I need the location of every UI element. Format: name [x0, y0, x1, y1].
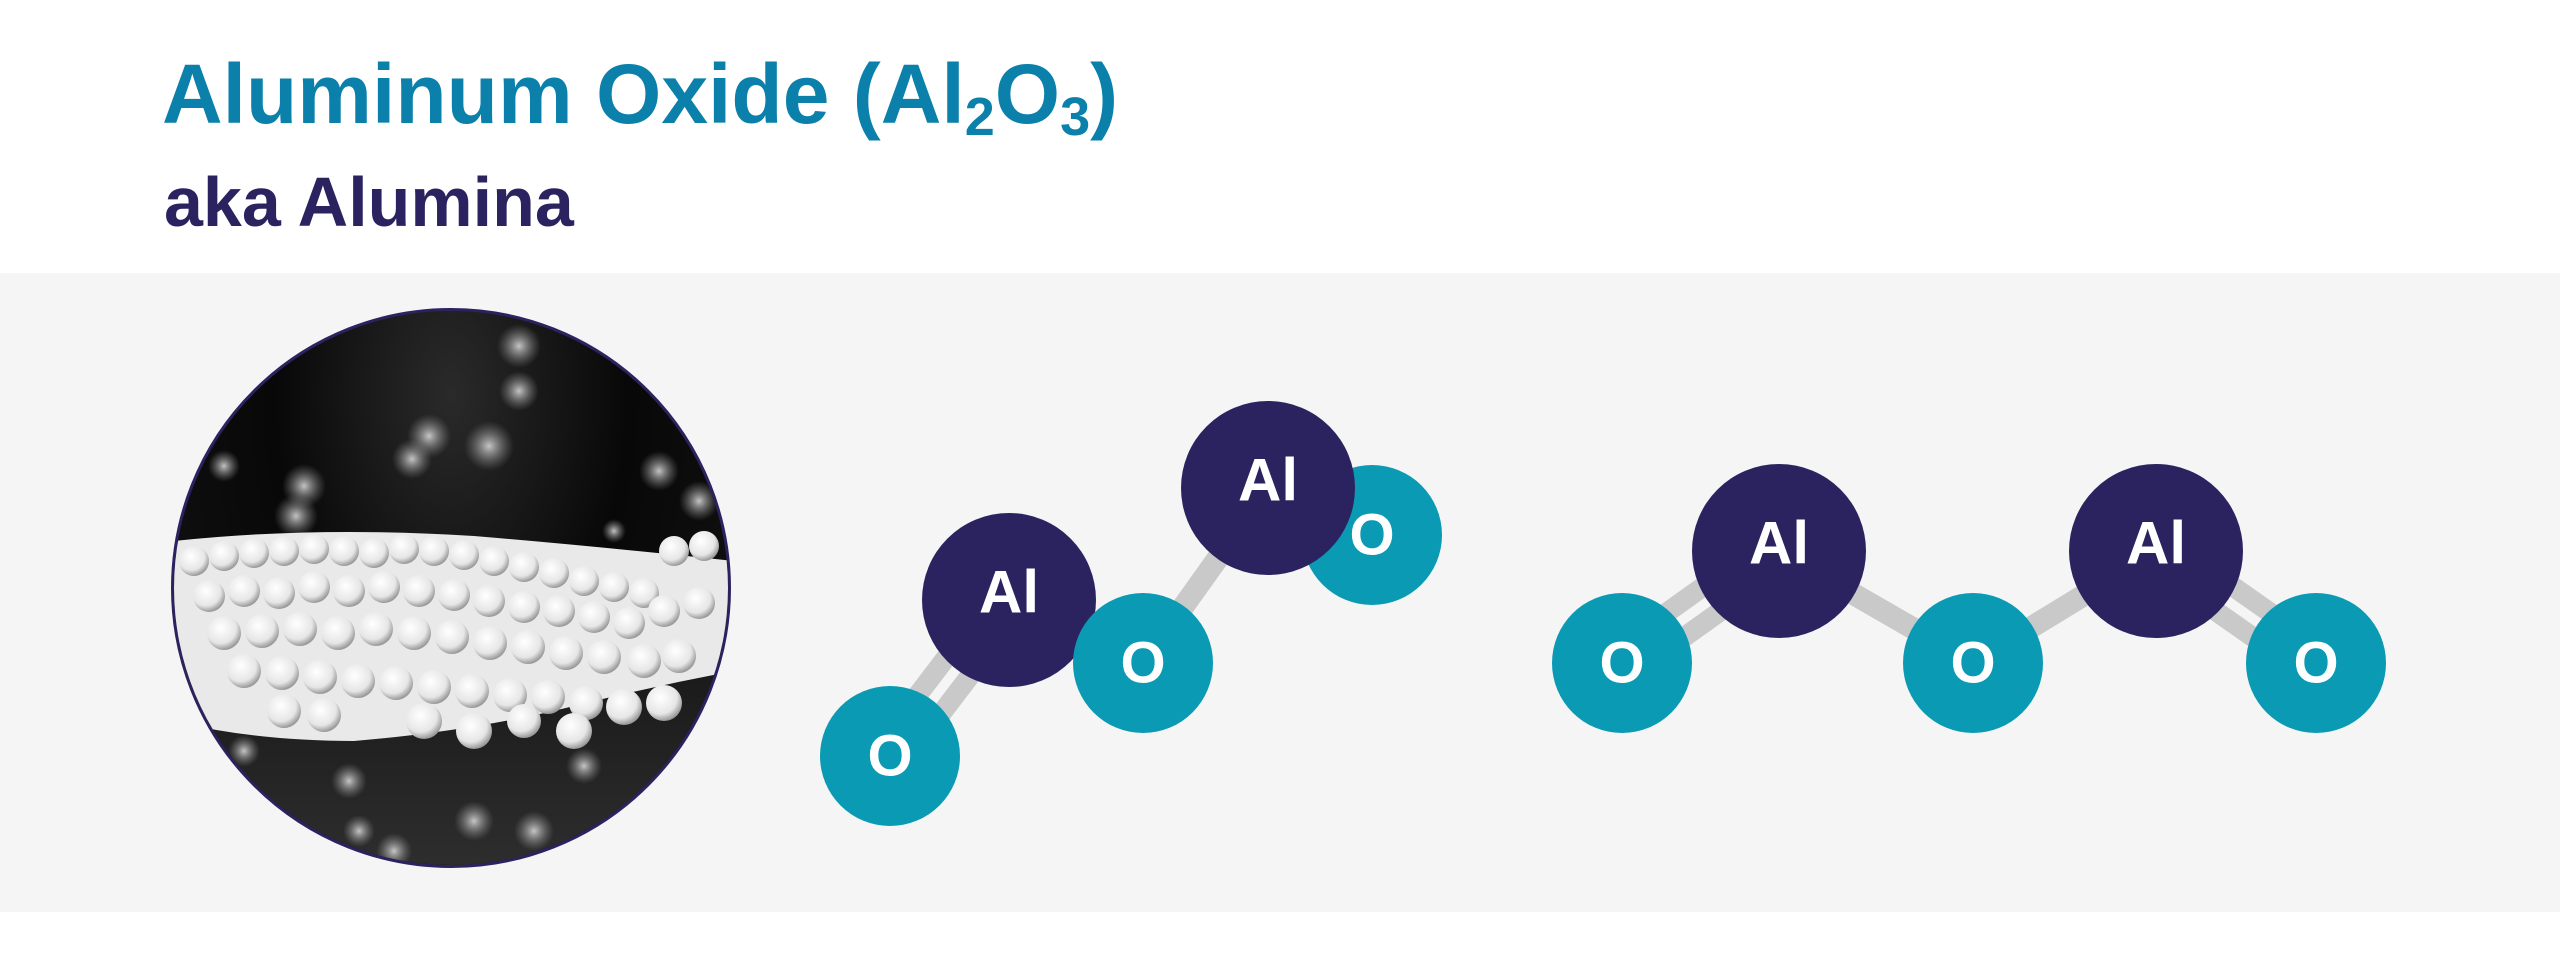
- title-subscript-2: 2: [964, 87, 995, 147]
- title-oxygen: O: [994, 47, 1061, 141]
- atom-circle: [820, 686, 960, 826]
- oxygen-atom: O: [820, 686, 960, 826]
- atom-label: O: [1599, 631, 1644, 696]
- atom-circle: [1181, 401, 1355, 575]
- atom-circle: [1552, 593, 1692, 733]
- alumina-beads-photo: [171, 308, 731, 868]
- atom-label: O: [2293, 631, 2338, 696]
- oxygen-atom: O: [2246, 593, 2386, 733]
- atom-circle: [2069, 464, 2243, 638]
- page-title: Aluminum Oxide (Al2O3): [162, 44, 1118, 144]
- atom-circle: [1073, 593, 1213, 733]
- atom-label: Al: [1238, 447, 1298, 514]
- header: Aluminum Oxide (Al2O3) aka Alumina: [0, 0, 2560, 273]
- atom-label: O: [1349, 503, 1394, 568]
- title-close-paren: ): [1090, 47, 1119, 141]
- aluminum-atom: Al: [1692, 464, 1866, 638]
- linear-molecule: O AlO AlO: [1552, 464, 2386, 733]
- atom-circle: [2246, 593, 2386, 733]
- oxygen-atom: O: [1903, 593, 2043, 733]
- oxygen-atom: O: [1552, 593, 1692, 733]
- atom-label: O: [1950, 631, 1995, 696]
- aluminum-atom: Al: [1181, 401, 1355, 575]
- page-subtitle: aka Alumina: [164, 163, 574, 241]
- beads-image-icon: [174, 324, 728, 865]
- atom-label: O: [1120, 631, 1165, 696]
- atom-label: O: [867, 724, 912, 789]
- oxygen-atom: O: [1073, 593, 1213, 733]
- title-subscript-3: 3: [1060, 87, 1091, 147]
- atom-label: Al: [979, 559, 1039, 626]
- atom-label: Al: [2126, 510, 2186, 577]
- aluminum-atom: Al: [2069, 464, 2243, 638]
- atom-circle: [1903, 593, 2043, 733]
- atom-circle: [1692, 464, 1866, 638]
- title-text: Aluminum Oxide (Al: [162, 47, 965, 141]
- atom-circle: [922, 513, 1096, 687]
- aluminum-atom: Al: [922, 513, 1096, 687]
- atom-label: Al: [1749, 510, 1809, 577]
